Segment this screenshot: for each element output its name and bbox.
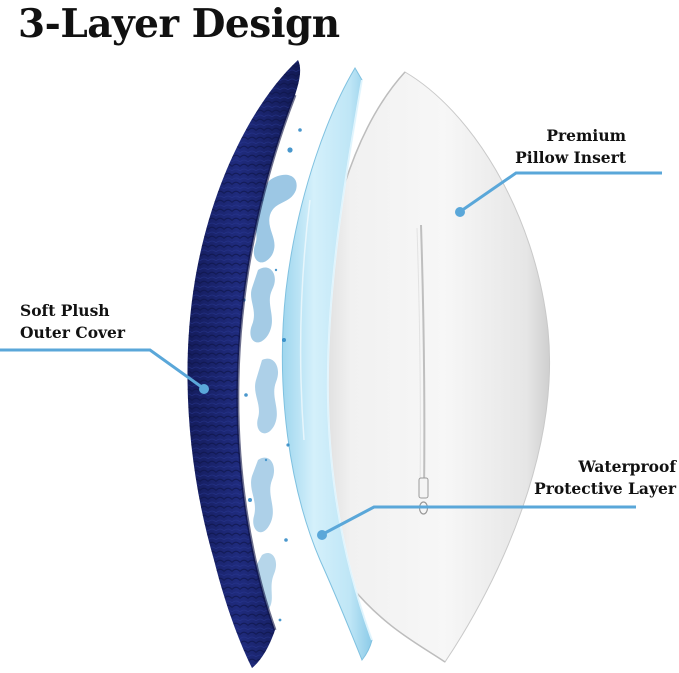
outer-cover xyxy=(187,60,301,668)
soft-outer-cover-label: Soft Plush Outer Cover xyxy=(20,301,126,342)
callout-premium xyxy=(455,171,662,217)
callout-soft xyxy=(0,348,209,394)
page-title: 3-Layer Design xyxy=(18,1,340,47)
premium-insert-label: Premium Pillow Insert xyxy=(515,126,626,167)
waterproof-layer-label: Waterproof Protective Layer xyxy=(534,457,676,498)
zipper-icon xyxy=(416,224,429,515)
waterproof-layer xyxy=(281,67,373,661)
water-splash-icon xyxy=(242,128,302,622)
callout-waterproof xyxy=(317,505,636,540)
